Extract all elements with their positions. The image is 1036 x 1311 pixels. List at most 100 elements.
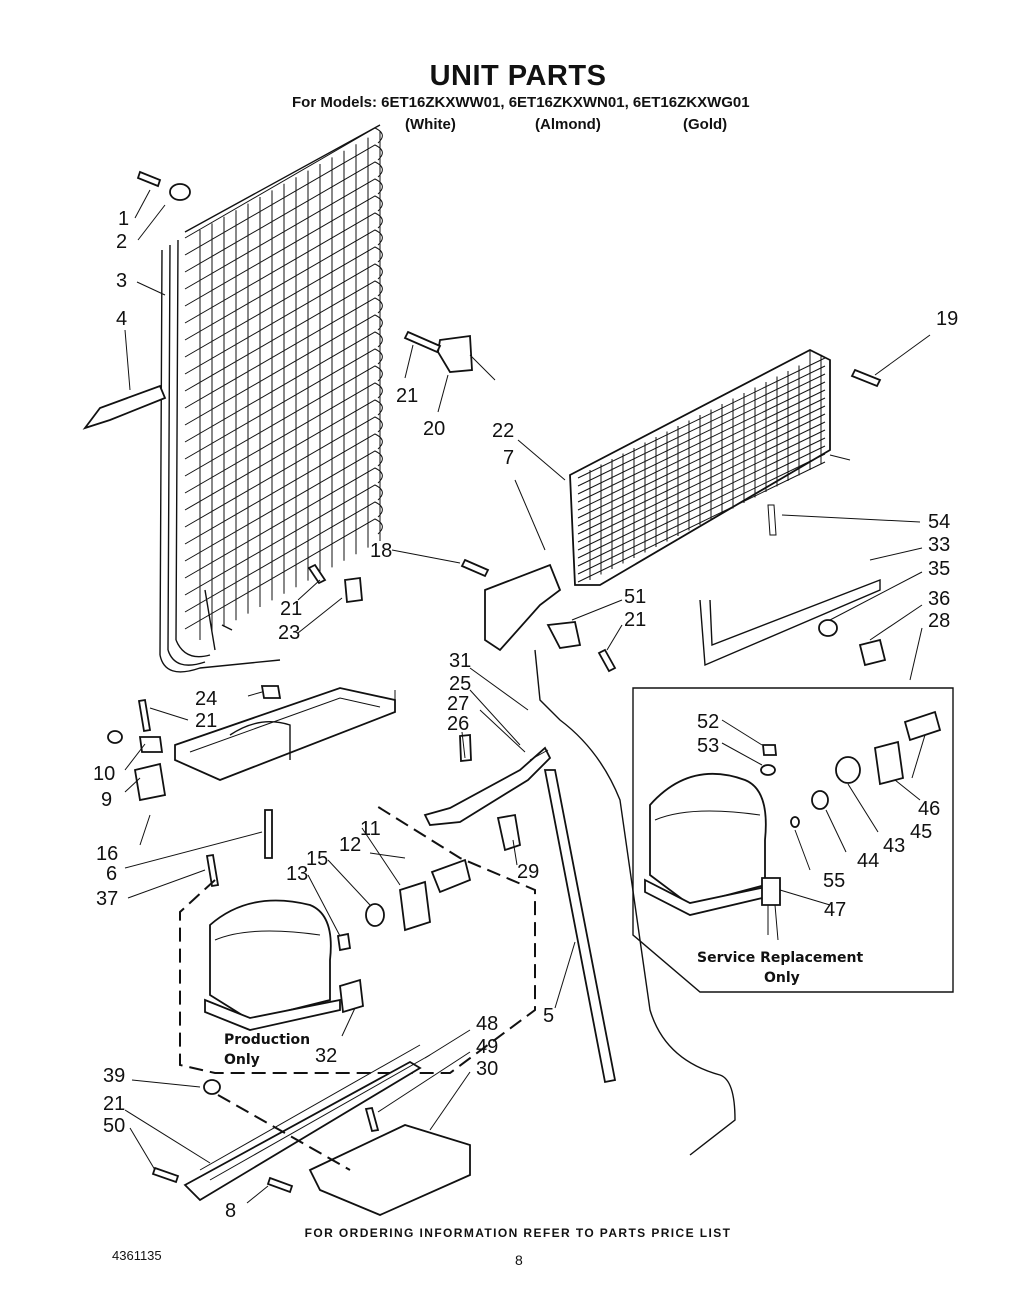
service-replacement-label-2: Only <box>764 970 800 986</box>
callout-21-top: 21 <box>396 385 418 407</box>
callout-45: 45 <box>910 821 932 843</box>
callout-21-pan: 21 <box>195 710 217 732</box>
washer-53 <box>760 764 776 776</box>
screw-21-left <box>307 563 327 585</box>
screw-50 <box>151 1166 180 1184</box>
screw-1 <box>136 170 162 188</box>
screw-37 <box>205 853 220 888</box>
callout-33: 33 <box>928 534 950 556</box>
callout-20: 20 <box>423 418 445 440</box>
bracket-7 <box>484 563 562 652</box>
callout-48: 48 <box>476 1013 498 1035</box>
rail-48 <box>183 1044 431 1202</box>
callout-11: 11 <box>360 818 381 840</box>
callout-32: 32 <box>315 1045 337 1067</box>
callout-54: 54 <box>928 511 950 533</box>
page-number: 8 <box>515 1252 523 1268</box>
callout-3: 3 <box>116 270 127 292</box>
callout-18: 18 <box>370 540 392 562</box>
compressor-service <box>644 773 776 916</box>
drier-27 <box>423 746 552 826</box>
callout-55: 55 <box>823 870 845 892</box>
callout-28: 28 <box>928 610 950 632</box>
callout-52: 52 <box>697 711 719 733</box>
callout-13: 13 <box>286 863 308 885</box>
connector-26 <box>459 734 472 762</box>
callout-44: 44 <box>857 850 879 872</box>
relay-16 <box>133 762 167 802</box>
screw-8 <box>266 1176 294 1194</box>
callout-50: 50 <box>103 1115 125 1137</box>
cover-11 <box>430 858 472 894</box>
callout-9: 9 <box>101 789 112 811</box>
callout-10: 10 <box>93 763 115 785</box>
callout-24: 24 <box>195 688 217 710</box>
production-only-label-1: Production <box>224 1032 310 1048</box>
callout-1: 1 <box>118 208 129 230</box>
callouts: 1 2 3 4 5 6 7 8 9 10 11 12 13 15 16 18 1… <box>93 208 958 1222</box>
part-55 <box>790 816 800 828</box>
callout-31: 31 <box>449 650 471 672</box>
grommet-10 <box>107 730 123 744</box>
nut-24 <box>260 685 282 699</box>
service-replacement-label-1: Service Replacement <box>697 950 863 966</box>
cover-46 <box>903 710 942 742</box>
screw-49 <box>364 1106 380 1133</box>
service-replacement-box: Service Replacement Only <box>632 687 954 993</box>
callout-35: 35 <box>928 558 950 580</box>
callout-51: 51 <box>624 586 646 608</box>
callout-21-left: 21 <box>280 598 302 620</box>
callout-36: 36 <box>928 588 950 610</box>
callout-53: 53 <box>697 735 719 757</box>
callout-8: 8 <box>225 1200 236 1222</box>
tube-6 <box>264 809 273 859</box>
callout-7: 7 <box>503 447 514 469</box>
relay-32 <box>339 978 364 1014</box>
screw-19 <box>850 368 882 388</box>
callout-29: 29 <box>517 861 539 883</box>
overload-12 <box>399 880 431 932</box>
color-almond-label: (Almond) <box>535 116 601 133</box>
page-title: UNIT PARTS <box>429 60 607 92</box>
callout-30: 30 <box>476 1058 498 1080</box>
grommet-35 <box>818 619 838 637</box>
nut-52 <box>762 744 777 756</box>
clip-51 <box>546 621 582 649</box>
clip-15 <box>365 903 385 927</box>
callout-2: 2 <box>116 231 127 253</box>
clip-36 <box>858 638 887 667</box>
callout-43: 43 <box>883 835 905 857</box>
callout-21-base: 21 <box>103 1093 125 1115</box>
terminal-13 <box>336 932 352 952</box>
document-number: 4361135 <box>112 1248 162 1263</box>
callout-39: 39 <box>103 1065 125 1087</box>
screw-18 <box>460 558 490 578</box>
condenser <box>159 124 383 673</box>
compressor-production <box>204 899 341 1031</box>
grommet-2 <box>169 183 191 201</box>
part-44 <box>811 790 829 810</box>
relay-45 <box>873 740 905 786</box>
callout-21-mid: 21 <box>624 609 646 631</box>
callout-49: 49 <box>476 1036 498 1058</box>
callout-16: 16 <box>96 843 118 865</box>
production-only-label-2: Only <box>224 1052 260 1068</box>
models-line: For Models: 6ET16ZKXWW01, 6ET16ZKXWN01, … <box>292 94 750 111</box>
callout-46: 46 <box>918 798 940 820</box>
bracket-29 <box>496 813 522 852</box>
callout-4: 4 <box>116 308 127 330</box>
callout-23: 23 <box>278 622 300 644</box>
screw-21-pan <box>137 698 152 733</box>
callout-12: 12 <box>339 834 361 856</box>
color-white-label: (White) <box>405 116 456 133</box>
grommet-39 <box>203 1079 221 1095</box>
heater-33 <box>699 578 881 667</box>
callout-37: 37 <box>96 888 118 910</box>
color-gold-label: (Gold) <box>683 116 728 133</box>
callout-5: 5 <box>543 1005 554 1027</box>
clamp-20 <box>437 334 496 381</box>
screw-21-top <box>403 330 442 354</box>
callout-47: 47 <box>824 899 846 921</box>
screw-21-mid <box>597 648 617 673</box>
